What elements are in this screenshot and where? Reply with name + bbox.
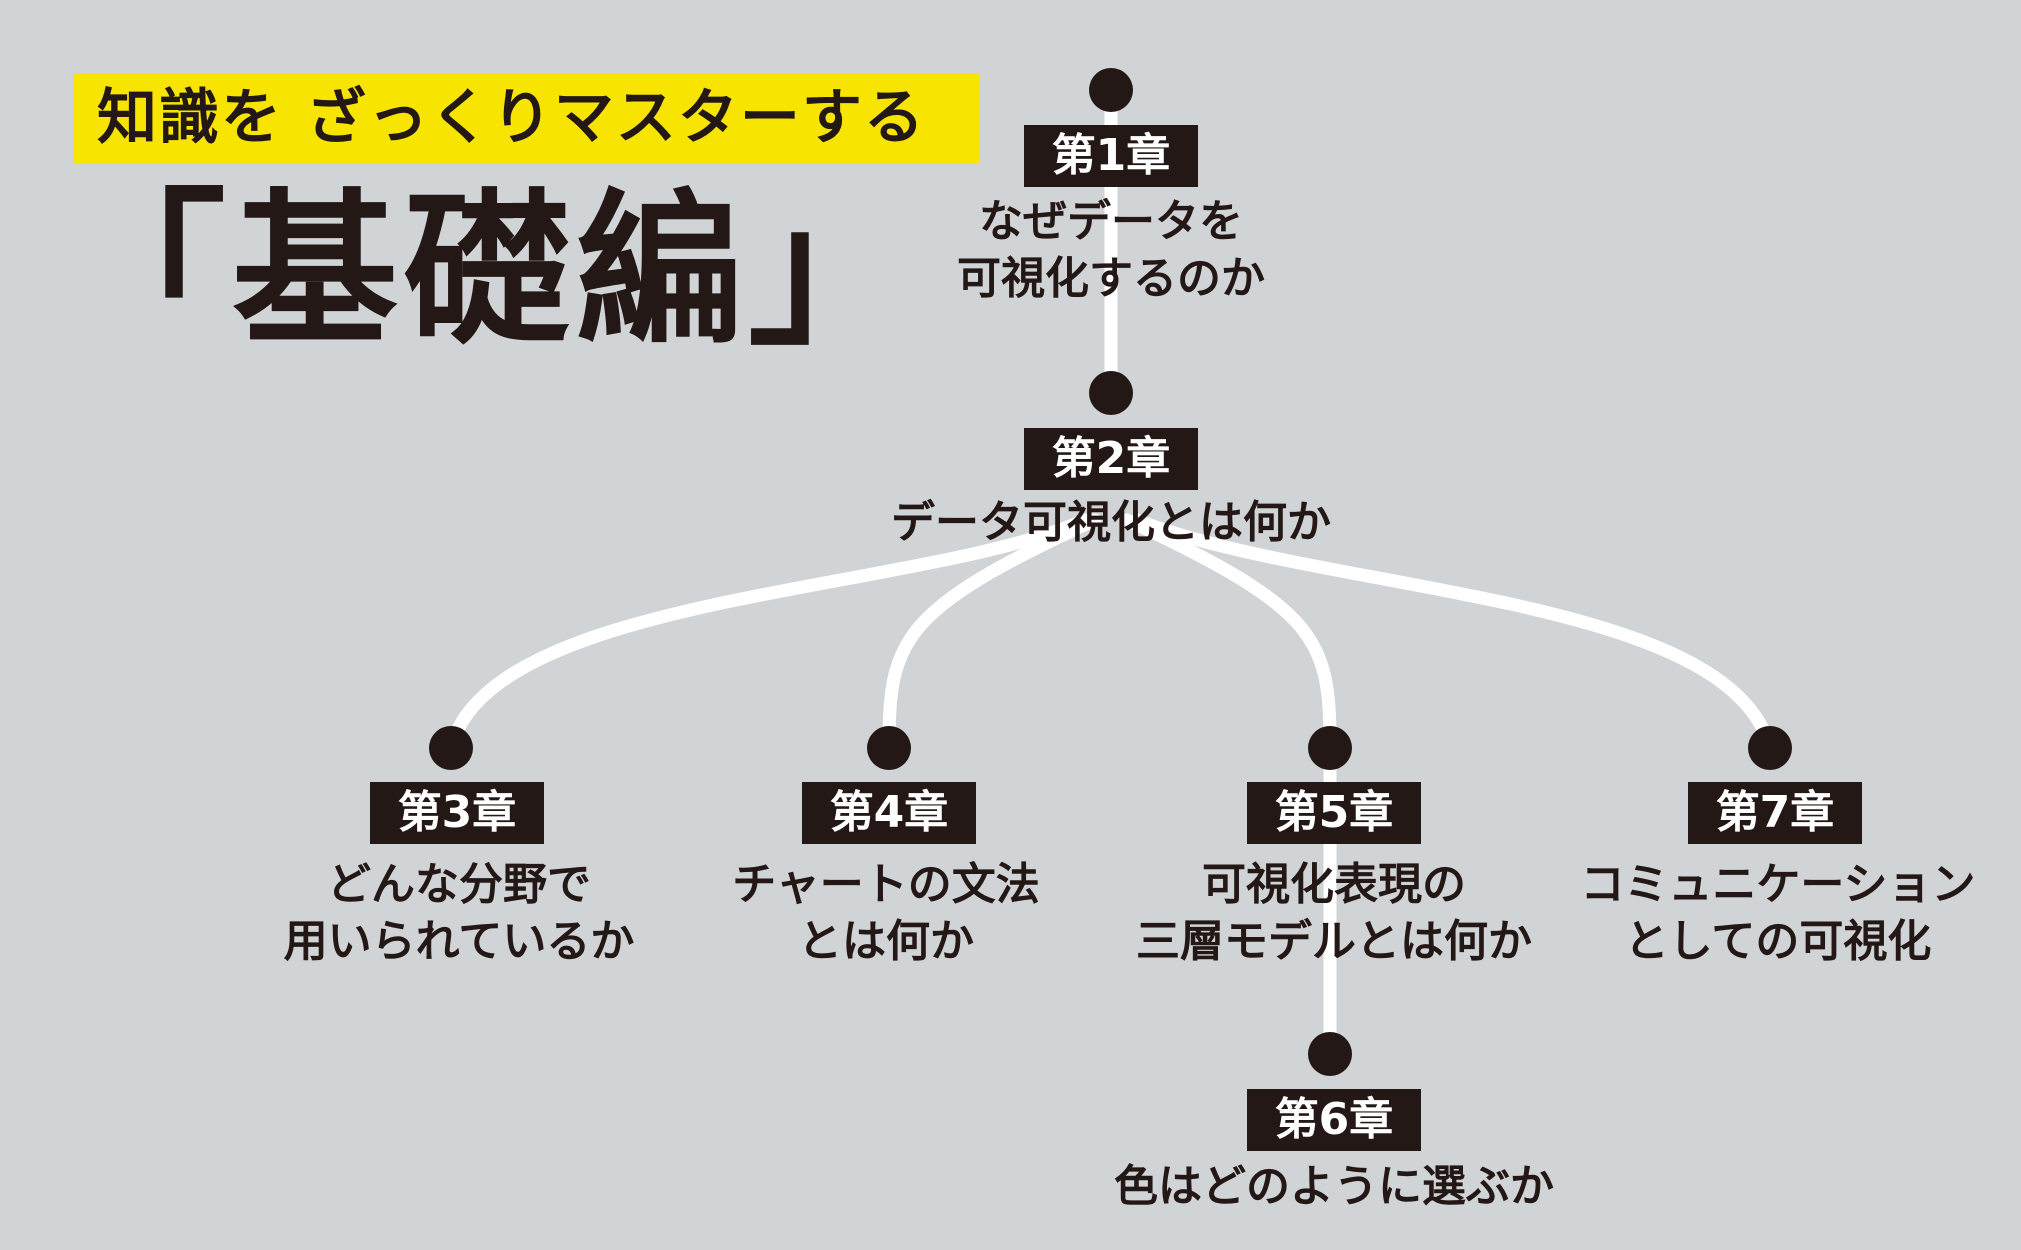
node-dot-2 bbox=[1089, 371, 1133, 415]
connector-2-7 bbox=[1130, 513, 1777, 755]
connector-2-5 bbox=[1120, 513, 1337, 755]
node-dot-7 bbox=[1748, 726, 1792, 770]
title-line: チャートの文法 bbox=[732, 859, 1040, 910]
chapter-7-title: コミュニケーション としての可視化 bbox=[1580, 856, 1975, 970]
chapter-3-title: どんな分野で 用いられているか bbox=[284, 856, 635, 970]
chapter-6-title: 色はどのように選ぶか bbox=[1114, 1158, 1554, 1215]
chapter-7-badge: 第7章 bbox=[1688, 782, 1862, 844]
title-line: 用いられているか bbox=[283, 916, 635, 967]
title-line: としての可視化 bbox=[1624, 916, 1932, 967]
chapter-6-badge: 第6章 bbox=[1247, 1089, 1421, 1151]
subtitle-banner: 知識を ざっくりマスターする bbox=[73, 73, 980, 164]
title-line: コミュニケーション bbox=[1580, 859, 1976, 910]
title-line: 三層モデルとは何か bbox=[1136, 916, 1532, 967]
chapter-1-title: なぜデータを 可視化するのか bbox=[957, 193, 1265, 307]
node-dot-5 bbox=[1308, 726, 1352, 770]
title-line: 色はどのように選ぶか bbox=[1114, 1161, 1554, 1212]
title-line: データ可視化とは何か bbox=[891, 497, 1331, 548]
node-dot-3 bbox=[429, 726, 473, 770]
chapter-2-badge: 第2章 bbox=[1024, 428, 1198, 490]
title-line: 可視化表現の bbox=[1202, 859, 1466, 910]
chapter-3-badge: 第3章 bbox=[370, 782, 544, 844]
title-line: 可視化するのか bbox=[957, 253, 1265, 304]
node-dot-4 bbox=[867, 726, 911, 770]
chapter-4-badge: 第4章 bbox=[802, 782, 976, 844]
chapter-2-title: データ可視化とは何か bbox=[891, 494, 1331, 551]
title-line: とは何か bbox=[798, 916, 974, 967]
chapter-5-title: 可視化表現の 三層モデルとは何か bbox=[1136, 856, 1532, 970]
chapter-1-badge: 第1章 bbox=[1024, 125, 1198, 187]
title-line: どんな分野で bbox=[327, 859, 591, 910]
connector-2-3 bbox=[444, 513, 1092, 755]
chapter-4-title: チャートの文法 とは何か bbox=[732, 856, 1040, 970]
page-title: 「基礎編」 bbox=[60, 175, 920, 368]
node-dot-1 bbox=[1089, 68, 1133, 112]
chapter-5-badge: 第5章 bbox=[1247, 782, 1421, 844]
title-line: なぜデータを bbox=[979, 196, 1243, 247]
node-dot-6 bbox=[1308, 1032, 1352, 1076]
connector-2-4 bbox=[882, 513, 1102, 755]
